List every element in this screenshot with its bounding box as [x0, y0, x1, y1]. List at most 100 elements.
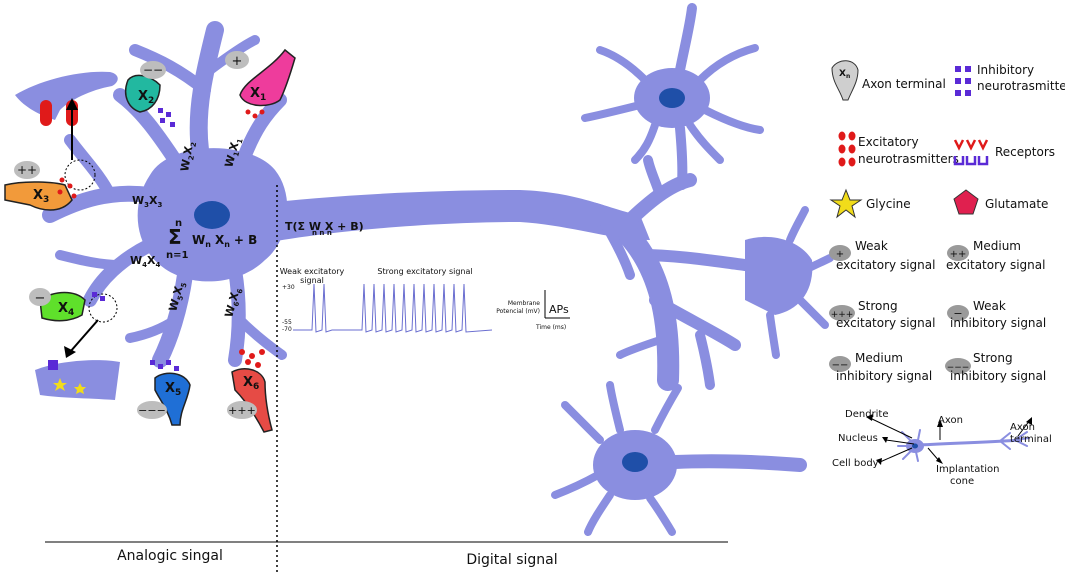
- svg-text:terminal: terminal: [1010, 434, 1052, 445]
- aps-label: APs: [549, 303, 569, 316]
- svg-text:W2X2: W2X2: [178, 140, 198, 173]
- analog-label: Analogic singal: [117, 548, 223, 564]
- svg-text:Strong: Strong: [858, 299, 898, 313]
- svg-text:−−−: −−−: [947, 363, 970, 373]
- svg-text:cone: cone: [950, 476, 974, 487]
- svg-text:Σ: Σ: [168, 225, 182, 249]
- svg-text:+++: +++: [831, 310, 854, 320]
- svg-text:inhibitory signal: inhibitory signal: [836, 369, 932, 383]
- input-terminal-x3: X3 ++: [4, 161, 77, 211]
- transfer-formula: T(Σ W X + B): [285, 220, 364, 233]
- weight-labels: W1X1 W2X2 W3X3 W4X4 W5X5 W6X6: [130, 136, 245, 319]
- svg-text:Strong: Strong: [973, 351, 1013, 365]
- weak-label-1: Weak excitatory: [280, 267, 345, 276]
- svg-text:X4: X4: [58, 301, 74, 318]
- potential-graph: Weak excitatory signal Strong excitatory…: [280, 267, 570, 333]
- svg-text:−−: −−: [832, 360, 849, 371]
- tick-bottom: -70: [282, 326, 292, 333]
- svg-text:excitatory signal: excitatory signal: [946, 258, 1045, 272]
- input-terminal-x5: X5 −−−: [137, 360, 191, 426]
- svg-text:excitatory signal: excitatory signal: [836, 316, 935, 330]
- svg-text:Dendrite: Dendrite: [845, 409, 889, 420]
- input-terminal-x2: X2 −−: [124, 61, 175, 127]
- svg-text:Receptors: Receptors: [995, 145, 1055, 159]
- svg-text:neurotrasmitters: neurotrasmitters: [858, 152, 959, 166]
- svg-text:Glycine: Glycine: [866, 197, 911, 211]
- svg-text:++: ++: [17, 163, 37, 177]
- svg-text:Glutamate: Glutamate: [985, 197, 1048, 211]
- glutamate-pentagon-icon: [953, 189, 979, 215]
- svg-text:W4X4: W4X4: [130, 254, 161, 269]
- strong-excitatory-badge-icon: [829, 305, 855, 321]
- y-label-1: Membrane: [508, 300, 540, 307]
- svg-text:excitatory signal: excitatory signal: [836, 258, 935, 272]
- svg-text:X5: X5: [165, 381, 181, 398]
- svg-text:−: −: [35, 291, 46, 306]
- legend: Xn Axon terminal Inhibitory neurotrasmit…: [829, 60, 1065, 383]
- svg-text:X2: X2: [138, 89, 154, 106]
- svg-text:Implantation: Implantation: [936, 464, 1000, 475]
- svg-text:X6: X6: [243, 375, 259, 392]
- svg-text:Nucleus: Nucleus: [838, 433, 878, 444]
- svg-text:X3: X3: [33, 188, 49, 205]
- neuron-mid-right: [745, 206, 834, 359]
- svg-text:−−−: −−−: [138, 404, 166, 417]
- tick-top: +30: [282, 284, 295, 291]
- svg-text:Axon: Axon: [938, 415, 963, 426]
- medium-excitatory-badge-icon: [947, 245, 969, 261]
- anatomy-mini: Dendrite Nucleus Cell body Axon Axon ter…: [832, 409, 1052, 487]
- neuron-bottom-right: [551, 381, 807, 536]
- svg-text:+: +: [232, 54, 243, 69]
- svg-text:+: +: [836, 249, 844, 260]
- postsynaptic-fragment-bottom: [35, 360, 120, 400]
- svg-text:−: −: [953, 307, 962, 320]
- svg-text:Inhibitory: Inhibitory: [977, 63, 1034, 77]
- zoom-circle-top: [64, 159, 96, 191]
- svg-text:−−: −−: [143, 63, 163, 77]
- main-nucleus: [194, 201, 230, 229]
- svg-text:Xn: Xn: [839, 69, 850, 80]
- svg-text:W6X6: W6X6: [222, 286, 244, 319]
- potential-trace: [293, 283, 493, 333]
- svg-text:Weak: Weak: [855, 239, 888, 253]
- weak-label-2: signal: [300, 276, 324, 285]
- input-terminal-x1: X1 +: [225, 48, 296, 119]
- glycine-stars: [48, 360, 86, 394]
- transfer-subscripts: n n n: [312, 229, 332, 237]
- arrow-down: [69, 319, 99, 353]
- svg-text:Medium: Medium: [973, 239, 1021, 253]
- receptors-icon: [953, 139, 989, 166]
- strong-inhibitory-badge-icon: [945, 358, 971, 374]
- svg-text:W3X3: W3X3: [132, 194, 163, 209]
- svg-text:X1: X1: [250, 86, 266, 103]
- input-terminal-x6: X6 +++: [227, 349, 273, 433]
- digital-label: Digital signal: [466, 552, 557, 568]
- svg-text:inhibitory signal: inhibitory signal: [950, 316, 1046, 330]
- axon-branches: [549, 155, 751, 391]
- neuron-top-right: [581, 3, 764, 190]
- svg-text:+++: +++: [228, 404, 256, 417]
- zoom-circle-bottom: [88, 293, 118, 323]
- weak-excitatory-badge-icon: [829, 245, 851, 261]
- glycine-star-icon: [829, 188, 863, 219]
- weak-inhibitory-badge-icon: [947, 305, 969, 321]
- svg-text:++: ++: [950, 249, 967, 260]
- medium-inhibitory-badge-icon: [829, 356, 851, 372]
- svg-text:Weak: Weak: [973, 299, 1006, 313]
- svg-text:neurotrasmitters: neurotrasmitters: [977, 79, 1065, 93]
- svg-text:inhibitory signal: inhibitory signal: [950, 369, 1046, 383]
- svg-text:Excitatory: Excitatory: [858, 135, 919, 149]
- svg-text:Axon: Axon: [1010, 422, 1035, 433]
- excitatory-dots-icon: [838, 131, 856, 167]
- y-label-2: Potencial (mV): [496, 308, 540, 315]
- x-label: Time (ms): [535, 324, 566, 331]
- svg-text:n=1: n=1: [166, 250, 188, 261]
- strong-label: Strong excitatory signal: [377, 267, 472, 276]
- svg-text:W1X1: W1X1: [222, 136, 244, 169]
- inhibitory-squares-icon: [955, 66, 971, 96]
- legend-axon-terminal: Axon terminal: [862, 77, 946, 91]
- svg-text:Cell body: Cell body: [832, 458, 879, 469]
- svg-text:n: n: [175, 218, 182, 229]
